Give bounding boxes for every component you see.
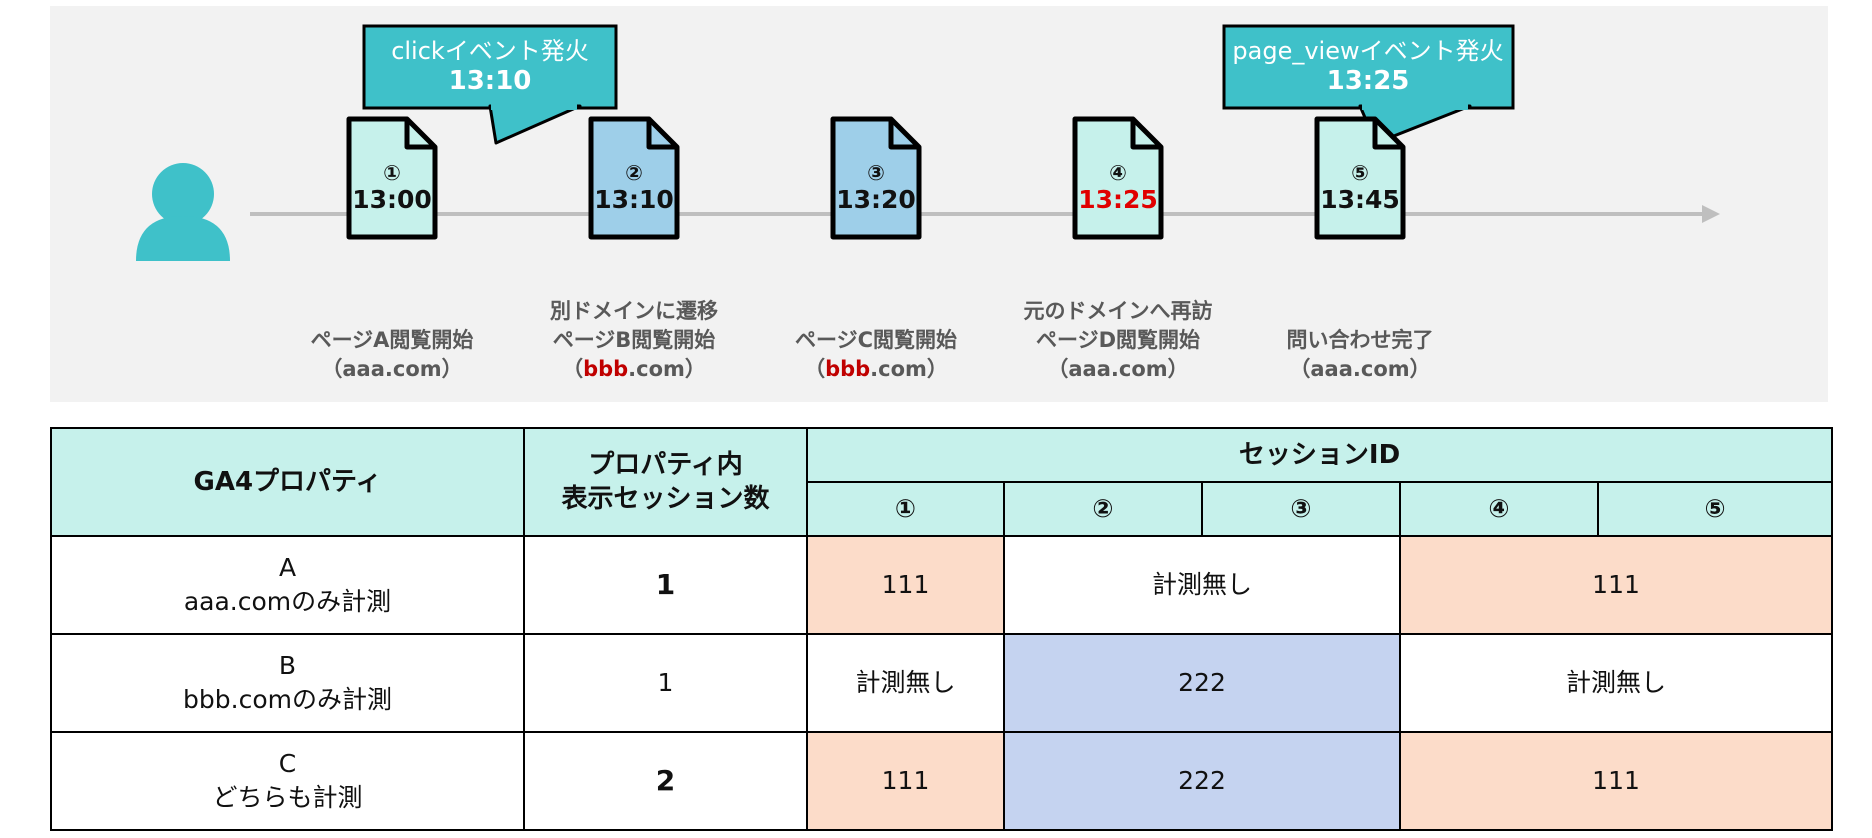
user-journey-panel: clickイベント発火 13:10 page_viewイベント発火 13:25 … — [50, 6, 1828, 402]
page-document-icon — [346, 116, 438, 240]
page-number: ② — [625, 161, 643, 185]
page-time: 13:25 — [1078, 185, 1158, 214]
subheader-page-5: ⑤ — [1596, 481, 1834, 537]
property-cell: A aaa.comのみ計測 — [50, 535, 525, 635]
page-caption-line: ページD閲覧開始 — [1035, 328, 1200, 352]
property-cell: B bbb.comのみ計測 — [50, 633, 525, 733]
table-row: C どちらも計測 2 111 222 111 — [50, 731, 1834, 831]
session-id-cell: 111 — [806, 535, 1005, 635]
property-desc: aaa.comのみ計測 — [183, 587, 392, 616]
page-number: ③ — [867, 161, 885, 185]
page-caption-line: 別ドメインに遷移 — [550, 299, 718, 323]
page-caption-line: ページB閲覧開始 — [552, 328, 716, 352]
header-session-count-line1: プロパティ内 — [588, 450, 743, 480]
page-domain: （bbb.com） — [562, 357, 706, 381]
subheader-page-1: ① — [806, 481, 1005, 537]
table-row: B bbb.comのみ計測 1 計測無し 222 計測無し — [50, 633, 1834, 733]
property-name: B — [278, 651, 297, 680]
property-desc: どちらも計測 — [212, 783, 363, 812]
page-document-icon — [830, 116, 922, 240]
header-session-count: プロパティ内 表示セッション数 — [523, 427, 808, 537]
subheader-page-3: ③ — [1201, 481, 1401, 537]
page-caption-line: ページA閲覧開始 — [310, 328, 474, 352]
click-event-callout — [362, 24, 618, 145]
page-document-icon — [1314, 116, 1406, 240]
page-time: 13:45 — [1320, 185, 1400, 214]
page-number: ① — [383, 161, 401, 185]
timeline-arrowhead — [1702, 205, 1720, 223]
page-number: ④ — [1109, 161, 1127, 185]
page-domain: （bbb.com） — [804, 357, 948, 381]
bubble-time: 13:25 — [1326, 66, 1410, 96]
page-caption-line: 元のドメインへ再訪 — [1023, 299, 1213, 323]
page-caption: 元のドメインへ再訪ページD閲覧開始 （aaa.com） — [988, 297, 1248, 384]
bubble-event-label: clickイベント発火 — [391, 37, 589, 65]
page-view-event-callout — [1222, 24, 1515, 145]
page-document-icon — [588, 116, 680, 240]
page-time: 13:20 — [836, 185, 916, 214]
page-number: ⑤ — [1351, 161, 1369, 185]
page-caption: ページC閲覧開始 （bbb.com） — [746, 326, 1006, 384]
session-id-cell: 計測無し — [1003, 535, 1401, 635]
session-id-cell: 計測無し — [1398, 633, 1834, 733]
page-caption: ページA閲覧開始 （aaa.com） — [262, 326, 522, 384]
session-id-cell: 111 — [1398, 535, 1834, 635]
property-cell: C どちらも計測 — [50, 731, 525, 831]
property-name: A — [278, 553, 297, 582]
bubble-event-label: page_viewイベント発火 — [1232, 37, 1504, 65]
header-session-id: セッションID — [805, 427, 1834, 483]
table-row: A aaa.comのみ計測 1 111 計測無し 111 — [50, 535, 1834, 635]
page-domain: （aaa.com） — [1047, 357, 1189, 381]
journey-diagram — [136, 24, 1720, 261]
session-id-cell: 222 — [1003, 633, 1401, 733]
session-count-cell: 1 — [523, 535, 808, 635]
session-count-cell: 2 — [523, 731, 808, 831]
property-desc: bbb.comのみ計測 — [183, 685, 392, 714]
subheader-page-4: ④ — [1399, 481, 1599, 537]
session-id-cell: 111 — [1398, 731, 1834, 831]
session-id-cell: 111 — [806, 731, 1005, 831]
property-name: C — [278, 749, 297, 778]
page-time: 13:10 — [594, 185, 674, 214]
page-caption: 別ドメインに遷移ページB閲覧開始 （bbb.com） — [504, 297, 764, 384]
page-caption-line: 問い合わせ完了 — [1286, 328, 1434, 352]
session-id-table: GA4プロパティ プロパティ内 表示セッション数 セッションID ① ② ③ ④… — [50, 427, 1834, 831]
page-domain: （aaa.com） — [321, 357, 463, 381]
page-caption-line: ページC閲覧開始 — [795, 328, 957, 352]
session-id-cell: 計測無し — [806, 633, 1005, 733]
click-event-text: clickイベント発火 13:10 — [391, 36, 589, 96]
page-caption: 問い合わせ完了 （aaa.com） — [1230, 326, 1490, 384]
subheader-page-2: ② — [1003, 481, 1203, 537]
page-domain: （aaa.com） — [1289, 357, 1431, 381]
session-count-cell: 1 — [523, 633, 808, 733]
header-ga4-property: GA4プロパティ — [50, 427, 525, 537]
header-session-count-line2: 表示セッション数 — [561, 484, 770, 514]
page-time: 13:00 — [352, 185, 432, 214]
session-id-cell: 222 — [1003, 731, 1401, 831]
bubble-time: 13:10 — [448, 66, 532, 96]
user-icon — [136, 163, 230, 261]
page-document-icon — [1072, 116, 1164, 240]
page-view-event-text: page_viewイベント発火 13:25 — [1232, 36, 1503, 96]
